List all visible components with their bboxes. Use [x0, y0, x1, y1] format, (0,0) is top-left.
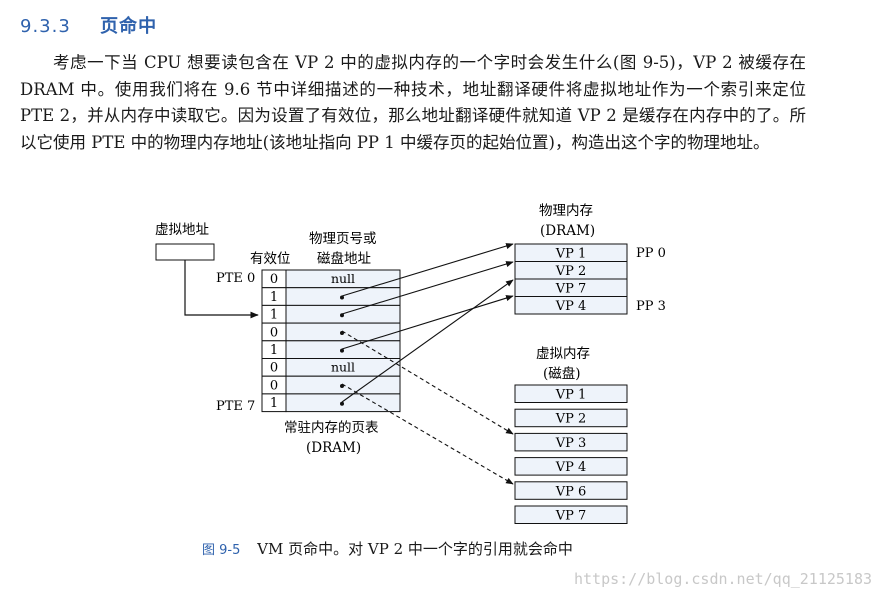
- page-table: 0 null 1 1 0 1 0 null 0 1: [261, 269, 401, 413]
- disk-page-label: VP 1: [555, 388, 587, 403]
- page-table-row: 1: [261, 340, 401, 359]
- page-table-row: 0 null: [261, 358, 401, 377]
- disk-page: VP 4: [514, 457, 628, 476]
- pte-last-label: PTE 7: [216, 399, 255, 414]
- figure-number: 图 9-5: [202, 543, 241, 558]
- valid-bit-value: 1: [270, 290, 278, 305]
- physical-memory: VP 1 VP 2 VP 7 VP 4: [514, 243, 628, 315]
- virtual-memory-title-line2: (磁盘): [543, 365, 581, 382]
- pp-first-label: PP 0: [636, 246, 666, 261]
- pointer-arrows: [341, 243, 514, 485]
- virtual-address-label: 虚拟地址: [155, 222, 209, 238]
- page-table-row: 0 null: [261, 269, 401, 289]
- page-table-row: 1: [261, 304, 401, 324]
- page-table-caption-line1: 常驻内存的页表: [284, 420, 379, 436]
- pointer-dot: [340, 401, 344, 406]
- physical-page: VP 2: [514, 261, 628, 280]
- physical-page-box: [514, 296, 628, 315]
- valid-bit-value: 0: [270, 378, 278, 393]
- pp-last-label: PP 3: [636, 299, 666, 314]
- physical-page: VP 7: [514, 278, 628, 297]
- figure-caption-text: VM 页命中。对 VP 2 中一个字的引用就会命中: [257, 540, 573, 558]
- disk-page-label: VP 2: [555, 412, 587, 427]
- section-title: 页命中: [100, 16, 158, 37]
- address-value: null: [331, 271, 355, 286]
- valid-bit-value: 0: [270, 325, 278, 340]
- virtual-address-box: [155, 243, 215, 261]
- arrow-pte7-to-pp2: [341, 279, 514, 403]
- pte-first-label: PTE 0: [216, 271, 255, 286]
- virtual-memory-title-line1: 虚拟内存: [536, 346, 590, 362]
- arrow-pte3-to-disk: [341, 330, 514, 435]
- body-paragraph: 考虑一下当 CPU 想要读包含在 VP 2 中的虚拟内存的一个字时会发生什么(图…: [20, 53, 806, 152]
- physical-page: VP 4: [514, 296, 628, 315]
- pointer-dot: [340, 295, 344, 300]
- disk-page-box: [514, 505, 628, 524]
- disk-page-box: [514, 457, 628, 476]
- pointer-dot: [340, 348, 344, 353]
- watermark: https://blog.csdn.net/qq_21125183: [573, 570, 872, 588]
- arrow-pte2-to-pp1: [341, 261, 514, 315]
- valid-bit-value: 1: [270, 343, 278, 358]
- disk-page: VP 1: [514, 384, 628, 403]
- disk-page-box: [514, 481, 628, 500]
- physical-page-label: VP 2: [555, 264, 587, 279]
- valid-bit-value: 0: [270, 272, 278, 287]
- disk-page-label: VP 3: [555, 436, 587, 451]
- physical-memory-title-line2: (DRAM): [540, 223, 595, 239]
- arrow-pte6-to-disk: [341, 383, 514, 485]
- disk-memory: VP 1 VP 2 VP 3 VP 4 VP 6 VP 7: [514, 384, 628, 524]
- disk-page: VP 7: [514, 505, 628, 524]
- physical-page-label: VP 4: [555, 299, 587, 314]
- figure-caption: 图 9-5 VM 页命中。对 VP 2 中一个字的引用就会命中: [202, 538, 573, 559]
- page-table-row: 1: [261, 393, 401, 413]
- page-table-caption-line2: (DRAM): [306, 440, 361, 456]
- disk-page: VP 6: [514, 481, 628, 500]
- disk-page-label: VP 6: [555, 484, 587, 499]
- valid-bit-value: 1: [270, 396, 278, 411]
- page-table-row: 0: [261, 375, 401, 395]
- disk-page: VP 3: [514, 432, 628, 452]
- valid-bit-value: 0: [270, 361, 278, 376]
- physical-page: VP 1: [514, 243, 628, 262]
- section-number: 9.3.3: [20, 16, 71, 37]
- disk-page-box: [514, 432, 628, 452]
- arrow-pte4-to-pp3: [341, 295, 514, 350]
- ppn-header-line2: 磁盘地址: [317, 250, 371, 267]
- valid-bit-header: 有效位: [250, 251, 291, 267]
- arrow-pte1-to-pp0: [341, 243, 514, 297]
- disk-page-label: VP 4: [555, 460, 587, 475]
- disk-page-box: [514, 408, 628, 428]
- physical-memory-title-line1: 物理内存: [539, 203, 593, 219]
- physical-page-label: VP 7: [555, 282, 587, 297]
- disk-page-box: [514, 384, 628, 403]
- disk-page-label: VP 7: [555, 509, 587, 524]
- page-table-row: 0: [261, 322, 401, 342]
- ppn-header-line1: 物理页号或: [309, 231, 377, 247]
- valid-bit-value: 1: [270, 308, 278, 323]
- physical-page-label: VP 1: [555, 247, 587, 262]
- address-value: null: [331, 360, 355, 375]
- disk-page: VP 2: [514, 408, 628, 428]
- section-heading: 9.3.3 页命中: [20, 12, 157, 38]
- virtual-address-arrow: [184, 260, 259, 319]
